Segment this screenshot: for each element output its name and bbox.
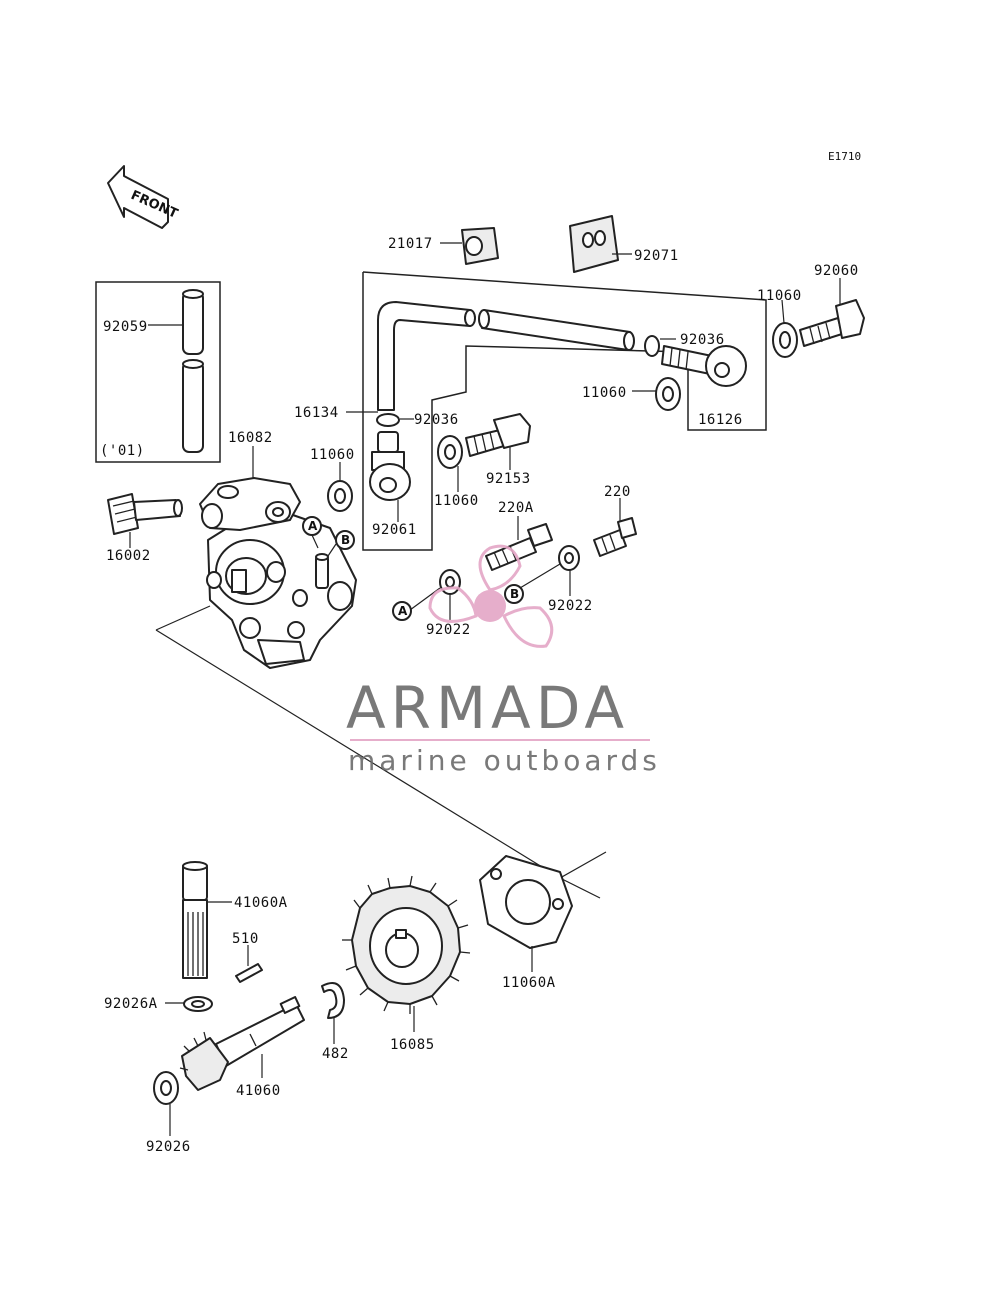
key-510 (235, 963, 263, 983)
label-92036-right: 92036 (680, 332, 725, 348)
label-11060-center: 11060 (434, 493, 479, 509)
label-92153: 92153 (486, 471, 531, 487)
label-11060-left: 11060 (310, 447, 355, 463)
washer-11060-left (327, 480, 353, 512)
callout-a-washer: A (392, 601, 412, 621)
callout-b-pump: B (335, 530, 355, 550)
svg-text:B: B (510, 587, 519, 601)
label-92059: 92059 (103, 319, 148, 335)
assembly-bracket (362, 271, 767, 431)
label-11060-top-right: 11060 (757, 288, 802, 304)
washer-11060-top-right (772, 322, 798, 358)
banjo-bolt-92153 (465, 413, 531, 457)
label-92022-left: 92022 (426, 622, 471, 638)
label-92026A: 92026A (104, 996, 158, 1012)
washer-92022-right (558, 545, 580, 571)
svg-text:A: A (308, 519, 318, 533)
label-16002: 16002 (106, 548, 151, 564)
label-220A: 220A (498, 500, 534, 516)
label-92071: 92071 (634, 248, 679, 264)
watermark-subtitle: marine outboards (348, 744, 661, 777)
callout-a-pump: A (302, 516, 322, 536)
label-92036-left: 92036 (414, 412, 459, 428)
grommet-21017 (461, 227, 499, 265)
label-41060A: 41060A (234, 895, 288, 911)
label-16134: 16134 (294, 405, 339, 421)
oil-pump-16082 (199, 477, 357, 669)
label-16126: 16126 (698, 412, 743, 428)
armada-watermark-logo: ARMADA marine outboards (346, 544, 661, 777)
gasket-11060A (479, 855, 573, 949)
svg-text:B: B (341, 533, 350, 547)
drive-shaft-41060 (179, 996, 305, 1091)
callout-b-washer: B (504, 584, 524, 604)
label-11060A: 11060A (502, 975, 556, 991)
front-arrow-icon: FRONT (107, 165, 180, 229)
washer-11060-middle-right (655, 377, 681, 411)
fitting-92061 (369, 431, 411, 501)
label-16085: 16085 (390, 1037, 435, 1053)
bolt-220A (485, 523, 553, 571)
label-92061: 92061 (372, 522, 417, 538)
svg-text:A: A (398, 604, 408, 618)
hose-clamp-92036-right (644, 335, 660, 357)
fitting-16002 (107, 493, 183, 535)
oil-hose-16134 (377, 301, 635, 411)
circlip-482 (321, 982, 345, 1019)
washer-92026 (153, 1071, 179, 1105)
washer-92026A (183, 996, 213, 1012)
bolt-220 (593, 517, 637, 557)
hose-box (95, 281, 221, 463)
label-11060-middle-right: 11060 (582, 385, 627, 401)
banjo-fitting-16126 (661, 345, 747, 387)
banjo-bolt-92060 (799, 299, 865, 347)
label-92060: 92060 (814, 263, 859, 279)
shaft-41060A (182, 861, 208, 979)
label-510: 510 (232, 931, 259, 947)
plate-92071 (569, 215, 619, 273)
washer-11060-center (437, 435, 463, 469)
label-92022-right: 92022 (548, 598, 593, 614)
label-16082: 16082 (228, 430, 273, 446)
label-92059-year: ('01) (100, 443, 145, 459)
label-21017: 21017 (388, 236, 433, 252)
gear-16085 (342, 875, 471, 1014)
label-220: 220 (604, 484, 631, 500)
label-482: 482 (322, 1046, 349, 1062)
label-92026: 92026 (146, 1139, 191, 1155)
label-41060: 41060 (236, 1083, 281, 1099)
hose-clamp-92036-left (376, 413, 400, 427)
diagram-code: E1710 (828, 150, 861, 163)
watermark-title: ARMADA (346, 674, 629, 742)
